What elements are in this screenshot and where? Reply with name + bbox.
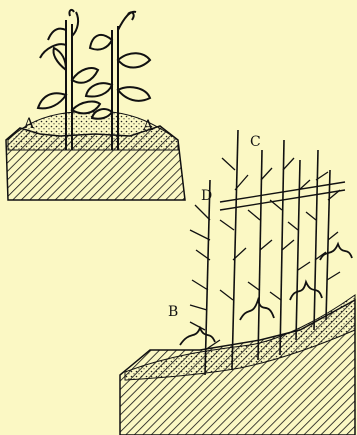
label-c: C: [250, 134, 261, 150]
label-b: B: [168, 304, 178, 320]
seedling-panel: A A: [6, 10, 185, 200]
label-a-left: A: [23, 116, 35, 132]
label-d: D: [201, 188, 212, 204]
label-a-right: A: [142, 118, 154, 134]
